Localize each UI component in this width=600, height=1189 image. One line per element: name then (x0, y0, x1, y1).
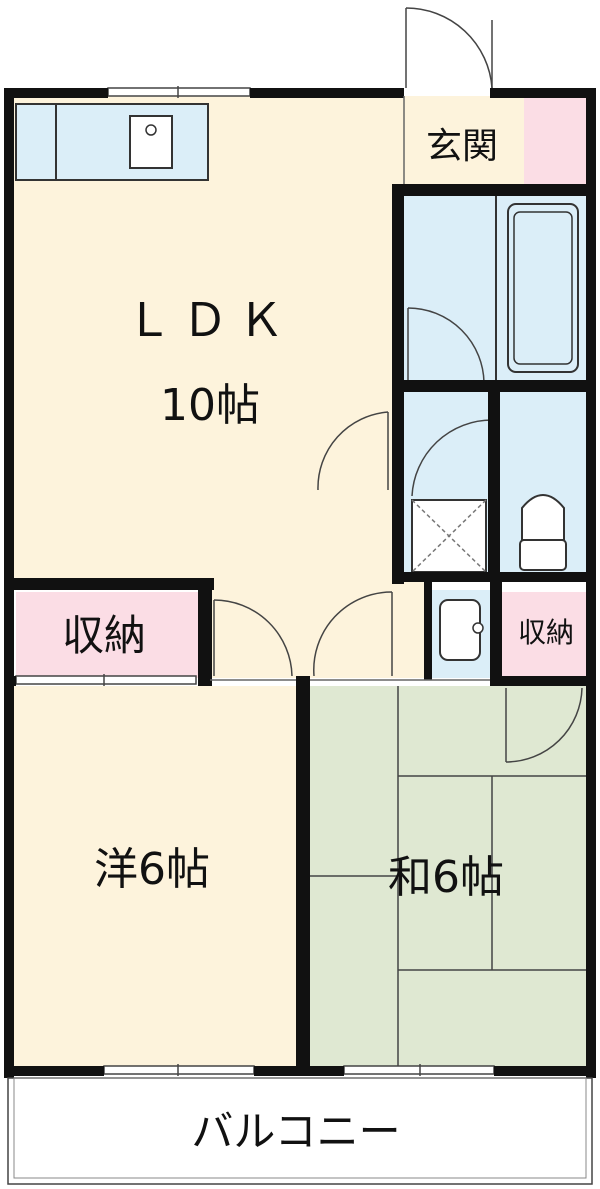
kitchen-sink-icon (129, 115, 173, 169)
bathtub-inner (513, 211, 573, 365)
thin-lines (210, 96, 490, 681)
bathtub-icon (507, 203, 579, 373)
walls (4, 88, 596, 1078)
balcony (7, 1077, 593, 1185)
storage-right-label: 収納 (518, 616, 574, 649)
ldk-size-label: 10帖 (160, 380, 260, 431)
ldk-label: ＬＤＫ (126, 293, 294, 347)
storage-left-fill (16, 592, 198, 678)
western-room-label: 洋6帖 (94, 844, 210, 895)
toilet-tank-icon (519, 539, 567, 571)
wash-basin-drain (472, 622, 484, 634)
ldk-floor-lower (210, 578, 430, 678)
japanese-room-label: 和6帖 (388, 852, 504, 903)
tatami-lines (306, 686, 586, 1066)
genkan-label: 玄関 (426, 126, 498, 167)
drain-pan-x2 (411, 499, 487, 573)
genkan-floor (404, 96, 524, 184)
storage-right-fill (500, 592, 586, 678)
balcony-label: バルコニー (191, 1107, 400, 1156)
balcony-rail (13, 1077, 587, 1179)
storage-left-label: 収納 (62, 611, 146, 660)
genkan-shoe-box (524, 96, 586, 184)
toilet-bowl-icon (521, 494, 565, 541)
kitchen-drain-icon (145, 124, 157, 136)
western-room-floor (12, 686, 296, 1066)
kitchen-counter (15, 103, 209, 181)
